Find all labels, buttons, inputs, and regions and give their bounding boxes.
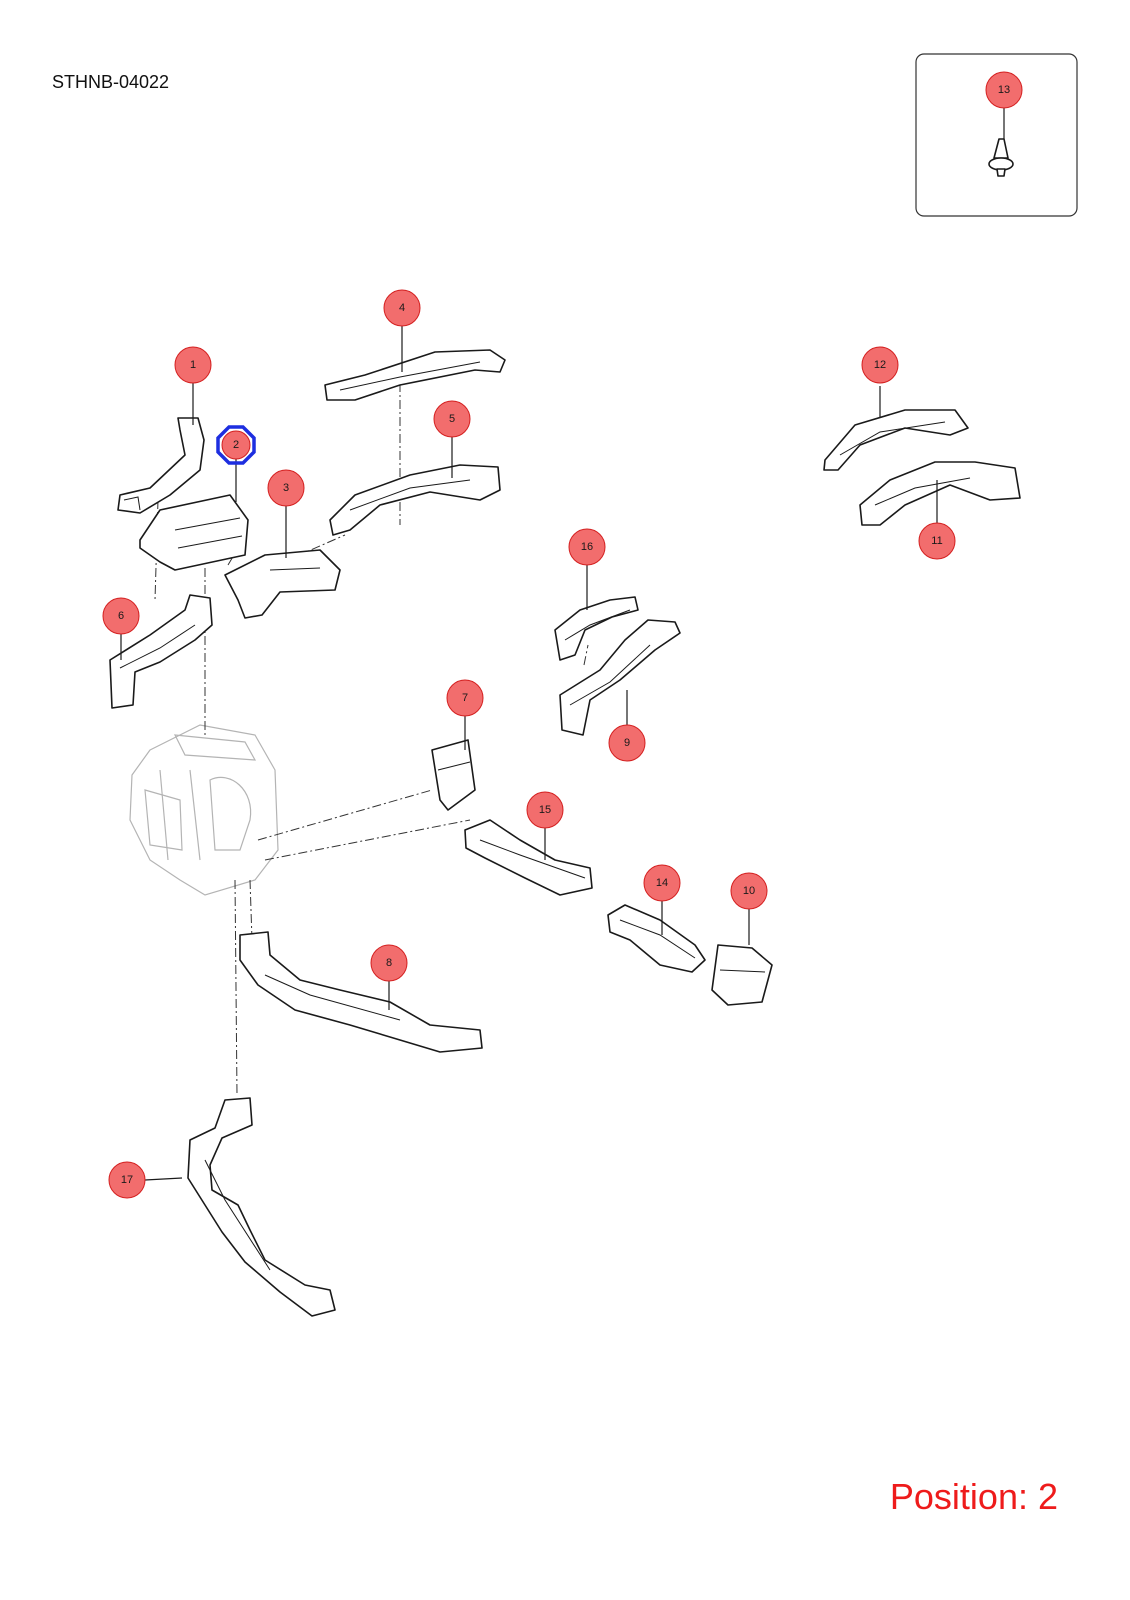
callout-3[interactable]: 3 (267, 469, 305, 507)
part-11-duct (859, 461, 1021, 526)
part-10-duct (711, 944, 773, 1006)
callout-17[interactable]: 17 (108, 1161, 146, 1199)
callout-7[interactable]: 7 (446, 679, 484, 717)
part-1-duct (117, 417, 205, 514)
part-4-duct (324, 349, 506, 401)
svg-text:2: 2 (233, 439, 239, 451)
svg-text:4: 4 (399, 302, 405, 314)
svg-text:12: 12 (874, 359, 886, 371)
svg-text:8: 8 (386, 957, 392, 969)
svg-text:3: 3 (283, 482, 289, 494)
callout-9[interactable]: 9 (608, 724, 646, 762)
svg-text:13: 13 (998, 84, 1010, 96)
part-16-duct (554, 596, 639, 661)
callout-2[interactable]: 2 (221, 430, 251, 460)
callout-13[interactable]: 13 (985, 71, 1023, 109)
part-8-duct (239, 931, 483, 1053)
leader-lines (120, 108, 1005, 1181)
part-5-duct (329, 464, 501, 536)
part-3-duct (224, 549, 341, 619)
part-17-duct (187, 1097, 336, 1317)
part-6-duct (109, 594, 213, 709)
svg-text:16: 16 (581, 541, 593, 553)
callouts: 1 2 3 4 5 6 7 8 9 10 11 12 13 14 15 16 1… (102, 71, 1023, 1199)
diagram-code: STHNB-04022 (52, 72, 170, 92)
svg-text:15: 15 (539, 804, 551, 816)
callout-6[interactable]: 6 (102, 597, 140, 635)
callout-15[interactable]: 15 (526, 791, 564, 829)
callout-16[interactable]: 16 (568, 528, 606, 566)
svg-text:5: 5 (449, 413, 455, 425)
svg-text:9: 9 (624, 737, 630, 749)
callout-12[interactable]: 12 (861, 346, 899, 384)
position-label: Position: 2 (889, 1476, 1058, 1517)
centerlines (154, 383, 589, 1096)
callout-1[interactable]: 1 (174, 346, 212, 384)
svg-text:6: 6 (118, 610, 124, 622)
part-9-duct (559, 619, 681, 736)
svg-text:10: 10 (743, 885, 755, 897)
part-12-duct (823, 409, 969, 471)
part-15-duct (464, 819, 593, 896)
svg-text:11: 11 (931, 535, 942, 547)
part-2-duct (139, 494, 249, 571)
callout-8[interactable]: 8 (370, 944, 408, 982)
inset-box (915, 53, 1078, 217)
svg-text:1: 1 (190, 359, 196, 371)
part-14-duct (607, 904, 706, 973)
callout-10[interactable]: 10 (730, 872, 768, 910)
hvac-unit (129, 724, 279, 896)
callout-4[interactable]: 4 (383, 289, 421, 327)
callout-5[interactable]: 5 (433, 400, 471, 438)
selected-callout-highlight (216, 425, 256, 465)
svg-text:7: 7 (462, 692, 468, 704)
svg-text:14: 14 (656, 877, 668, 889)
part-7-duct (431, 739, 476, 811)
svg-text:17: 17 (121, 1174, 133, 1186)
clip-fastener (988, 138, 1014, 177)
callout-14[interactable]: 14 (643, 864, 681, 902)
callout-11[interactable]: 11 (918, 522, 956, 560)
